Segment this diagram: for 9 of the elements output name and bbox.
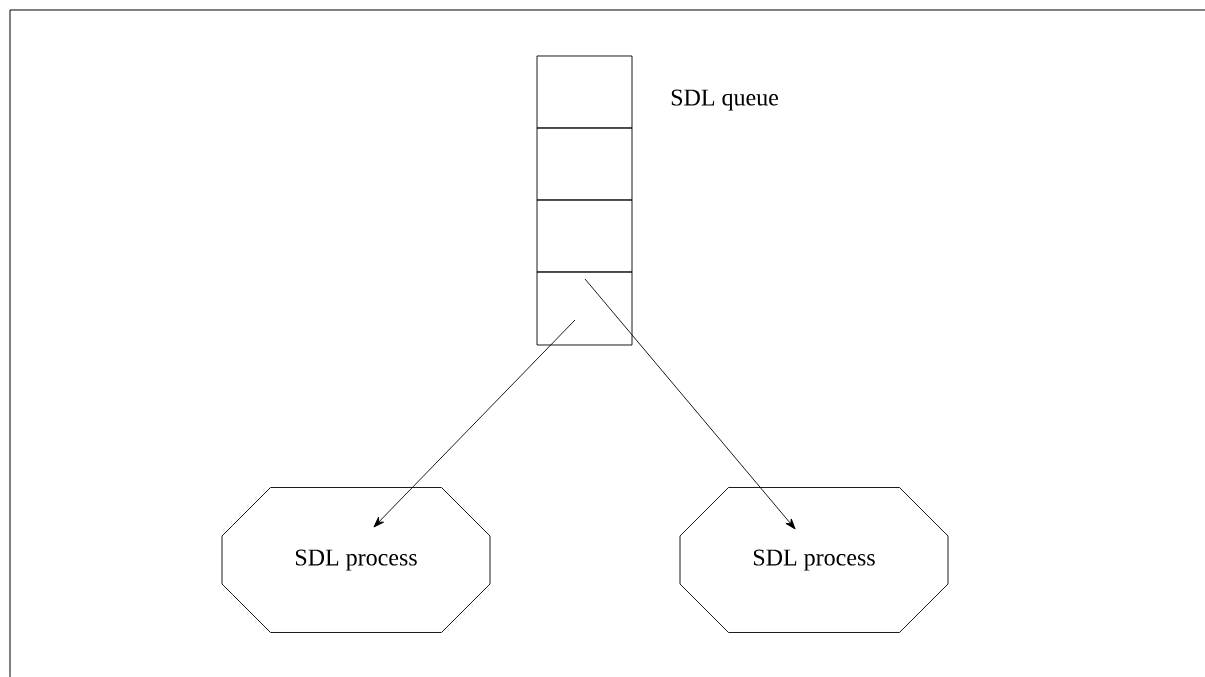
queue-cell: [536, 127, 633, 201]
queue-label: SDL queue: [671, 89, 778, 111]
process-octagon: SDL process: [679, 487, 949, 633]
queue-cell: [536, 55, 633, 129]
queue-cell: [536, 271, 633, 346]
arrow: [584, 278, 796, 530]
process-octagon: SDL process: [221, 487, 491, 633]
arrow: [373, 319, 576, 528]
queue-cell: [536, 199, 633, 273]
